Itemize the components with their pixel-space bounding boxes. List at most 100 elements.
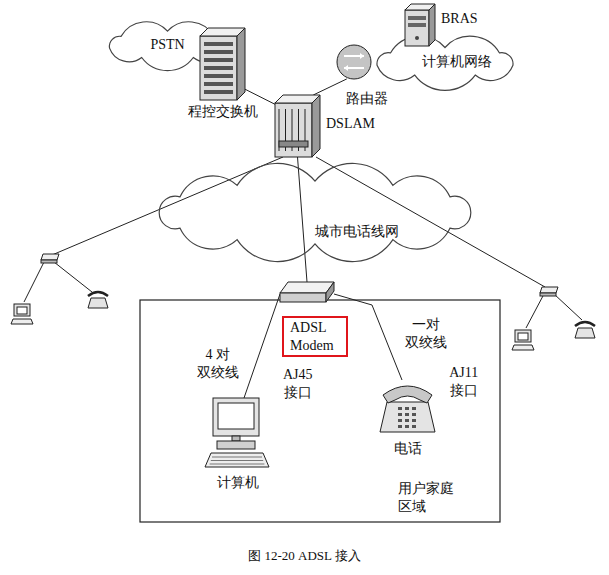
router-arrowhead	[344, 65, 348, 71]
dslam-icon: DSLAM	[275, 95, 320, 157]
node-shape	[275, 95, 320, 157]
cable-note: 4 对 双绞线	[196, 346, 239, 381]
remote-modem-front	[540, 293, 556, 296]
remote-monitor	[14, 304, 30, 316]
node-label: 电话	[394, 440, 422, 458]
phone-key	[412, 413, 416, 416]
switch-slot	[204, 50, 233, 54]
remote-wire	[24, 262, 44, 302]
cloud-outline	[159, 163, 471, 261]
node-shape	[205, 398, 270, 468]
telephone-icon: 电话	[380, 380, 435, 435]
dslam-front	[275, 103, 312, 157]
bras-light	[415, 36, 419, 40]
remote-wire	[526, 294, 544, 328]
switch-slot	[204, 66, 233, 70]
monitor-frame	[213, 398, 259, 436]
keyboard-row	[210, 464, 265, 465]
dslam-side	[312, 95, 320, 157]
phone-key	[405, 413, 409, 416]
switch-slot	[204, 42, 233, 46]
remote-wire	[554, 294, 582, 320]
figure-caption: 图 12-20 ADSL 接入	[0, 547, 609, 565]
phone-key	[412, 425, 416, 428]
home-region: 用户家庭区域ADSL Modem计算机电话	[140, 300, 500, 522]
phone-key	[398, 407, 402, 410]
switch-icon: 程控交换机	[200, 28, 245, 100]
phone-key	[405, 407, 409, 410]
node-label: 路由器	[346, 90, 388, 108]
node-shape	[336, 44, 372, 80]
keyboard	[205, 453, 269, 467]
modem-front	[280, 293, 326, 302]
monitor-neck	[232, 436, 240, 441]
server-icon: BRAS	[405, 4, 435, 46]
computer-icon: 计算机	[205, 398, 270, 468]
node-label: ADSL Modem	[282, 316, 348, 357]
keyboard-row	[212, 457, 262, 458]
phone-key	[412, 407, 416, 410]
remote-keyboard	[512, 345, 534, 350]
router-icon: 路由器	[336, 44, 372, 80]
node-label: 城市电话线网	[315, 223, 399, 241]
keyboard-row	[211, 460, 263, 461]
phone-handset	[383, 386, 432, 403]
node-label: PSTN	[150, 36, 184, 54]
node-shape	[405, 4, 435, 46]
router-body	[337, 45, 371, 79]
node-label: BRAS	[441, 10, 478, 28]
modem-top	[280, 282, 334, 293]
cloud-outline	[377, 36, 513, 90]
bras-drive	[408, 23, 426, 27]
node-shape	[200, 28, 245, 100]
cable-note: 一对 双绞线	[404, 316, 447, 351]
cable-line	[245, 89, 275, 104]
phone-key	[405, 425, 409, 428]
phone-key	[398, 419, 402, 422]
modem-device: ADSL Modem	[280, 282, 334, 302]
remote-modem-front	[41, 260, 57, 263]
node-shape	[380, 380, 435, 435]
cloud-network: 计算机网络	[360, 40, 530, 84]
modem-side	[326, 282, 334, 302]
remote-modem	[540, 287, 558, 293]
remote-wire	[54, 262, 92, 292]
pc-base	[217, 441, 255, 449]
switch-front	[200, 36, 237, 100]
phone-key	[405, 419, 409, 422]
remote-modem	[41, 254, 59, 260]
dslam-line-right	[316, 157, 545, 287]
bras-side	[429, 4, 435, 46]
cable-line	[298, 157, 308, 282]
phone-key	[412, 419, 416, 422]
dslam-line-left	[52, 157, 283, 255]
dslam-panel	[279, 141, 308, 147]
node-label: 用户家庭区域	[398, 480, 457, 515]
cloud-phone-network: 城市电话线网	[125, 165, 505, 260]
node-label: DSLAM	[326, 115, 375, 133]
remote-screen	[17, 307, 27, 314]
switch-slot	[204, 90, 233, 94]
node-label: 计算机网络	[422, 53, 492, 71]
remote-keyboard	[11, 319, 33, 324]
cable-note: AJ11 接口	[442, 364, 485, 399]
monitor-screen	[218, 403, 254, 429]
remote-screen	[518, 333, 528, 340]
node-label: 计算机	[217, 474, 259, 492]
remote-phone-base	[88, 298, 108, 308]
node-shape	[280, 282, 334, 302]
switch-slot	[204, 82, 233, 86]
router-arrowhead	[360, 53, 364, 59]
remote-monitor	[515, 330, 531, 342]
node-shape	[125, 165, 505, 260]
remote-phone-handset	[88, 292, 108, 296]
cable-line	[244, 294, 280, 398]
phone-key	[398, 413, 402, 416]
phone-base	[380, 402, 435, 432]
cable-note: AJ45 接口	[276, 366, 319, 401]
cable-line	[313, 79, 347, 95]
bras-front	[405, 10, 429, 46]
switch-side	[237, 28, 245, 100]
remote-phone-handset	[575, 322, 595, 326]
